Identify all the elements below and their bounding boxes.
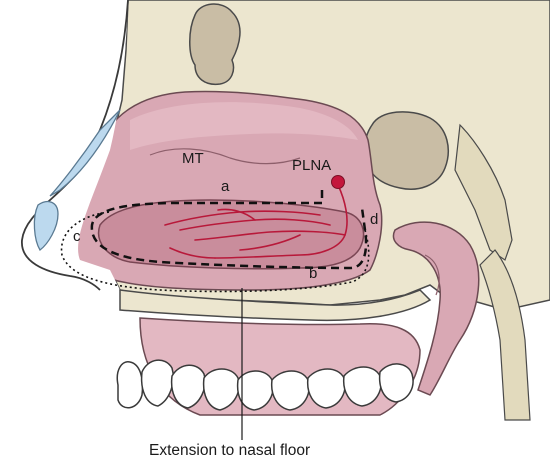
label-plna: PLNA <box>292 157 332 174</box>
label-mt: MT <box>182 150 204 167</box>
label-c: c <box>73 228 81 245</box>
uvula-detail <box>424 254 440 296</box>
inferior-turbinate <box>97 199 365 270</box>
upper-nasal-meatus <box>130 102 358 150</box>
caption-extension-to-nasal-floor: Extension to nasal floor <box>149 442 311 459</box>
plna-origin <box>331 175 345 189</box>
pharyngeal-wall <box>479 249 531 421</box>
label-d: d <box>370 211 379 228</box>
frontal-sinus <box>189 3 241 86</box>
sphenoid-sinus <box>363 111 449 190</box>
external-nose <box>0 0 128 320</box>
middle-turbinate-contour <box>149 148 301 165</box>
clivus <box>454 123 513 261</box>
soft-palate <box>392 221 480 396</box>
alar-cartilage <box>33 200 59 251</box>
label-b: b <box>309 265 318 282</box>
hard-palate <box>119 289 432 322</box>
nasal-cartilage <box>49 109 121 197</box>
dotted-extension-outline <box>60 211 370 293</box>
label-a: a <box>221 178 230 195</box>
upper-teeth <box>116 359 414 411</box>
plna-branches <box>164 184 348 259</box>
nose-profile <box>21 0 129 291</box>
